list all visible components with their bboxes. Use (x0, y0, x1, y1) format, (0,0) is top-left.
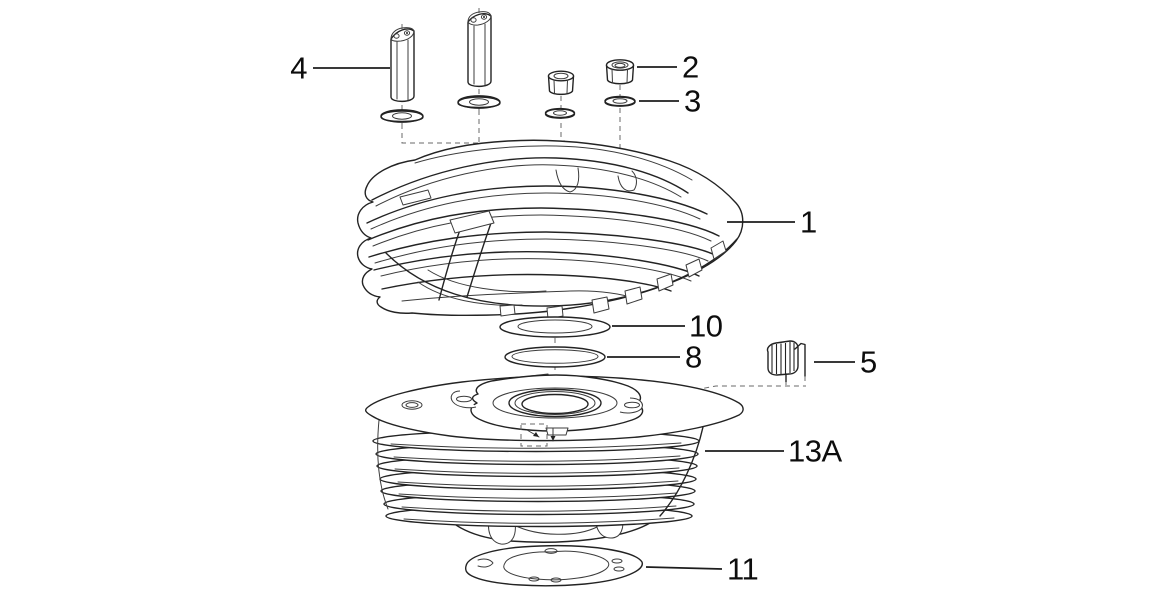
callout-4: 4 (290, 51, 390, 86)
callouts: 4 2 3 1 10 8 5 13A (290, 50, 877, 587)
callout-2: 2 (637, 50, 699, 85)
callout-label-11: 11 (727, 552, 758, 587)
callout-10: 10 (612, 309, 723, 344)
cylinder (364, 373, 744, 545)
callout-label-3: 3 (684, 84, 701, 119)
callout-label-13A: 13A (788, 434, 842, 469)
cylinder-fins (372, 429, 700, 528)
callout-label-8: 8 (685, 340, 702, 375)
head-gasket-ring (499, 316, 611, 338)
callout-label-2: 2 (682, 50, 699, 85)
cylinder-head (356, 139, 744, 320)
callout-label-10: 10 (689, 309, 723, 344)
callout-label-5: 5 (860, 345, 877, 380)
hex-nut (605, 59, 635, 85)
callout-3: 3 (639, 84, 701, 119)
stud-bolts (390, 11, 492, 103)
callout-8: 8 (607, 340, 702, 375)
callout-label-1: 1 (800, 205, 817, 240)
hex-nuts (544, 59, 636, 119)
callout-5: 5 (814, 345, 877, 380)
base-gasket (464, 544, 643, 587)
o-ring (504, 346, 606, 368)
callout-1: 1 (727, 205, 817, 240)
callout-11: 11 (645, 552, 759, 587)
callout-13A: 13A (705, 434, 843, 469)
stud-washers (380, 95, 501, 123)
callout-label-4: 4 (290, 51, 307, 86)
flat-washer (604, 95, 636, 107)
